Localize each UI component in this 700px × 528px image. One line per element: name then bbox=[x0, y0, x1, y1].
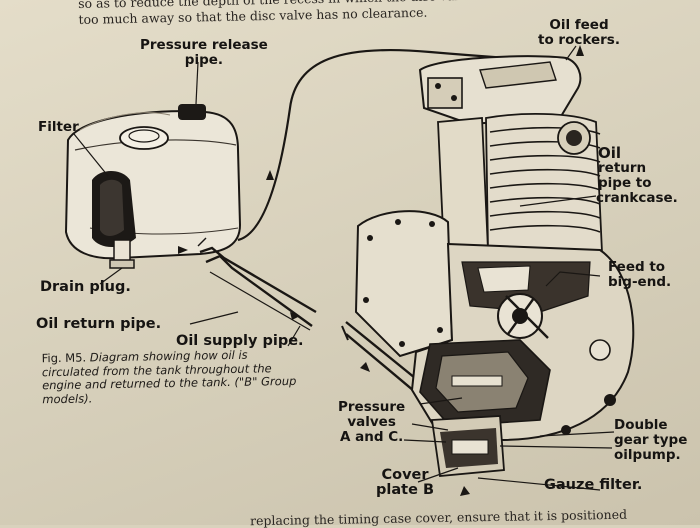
cylinder-fins bbox=[489, 126, 601, 233]
flow-arrows bbox=[178, 45, 584, 496]
label-double-gear-line-2: gear type bbox=[614, 432, 688, 448]
label-oil-return-crank-line-3: pipe to bbox=[598, 175, 652, 191]
label-drain-plug: Drain plug. bbox=[40, 279, 131, 295]
label-feed-to-big-end: Feed to big-end. bbox=[608, 260, 671, 290]
timing-cover-bolts bbox=[363, 219, 443, 347]
label-pressure-valves-line-3: A and C. bbox=[339, 429, 404, 445]
label-double-gear-line-1: Double bbox=[614, 417, 668, 433]
label-cover-plate-line-2: plate B bbox=[376, 482, 434, 498]
label-cover-plate-line-1: Cover bbox=[381, 467, 429, 483]
oil-tank-illustration bbox=[64, 104, 242, 269]
label-oil-return-pipe: Oil return pipe. bbox=[36, 316, 162, 332]
label-oil-supply-pipe: Oil supply pipe. bbox=[176, 333, 304, 349]
engine-illustration bbox=[354, 55, 635, 477]
leader-lines bbox=[73, 45, 615, 491]
label-pressure-release-line-2: pipe. bbox=[184, 52, 224, 68]
figure-number: Fig. M5. bbox=[41, 350, 87, 366]
label-double-gear-line-3: oilpump. bbox=[614, 447, 681, 463]
label-oil-feed-to-rockers: Oil feed to rockers. bbox=[538, 18, 620, 48]
label-oil-feed-line-1: Oil feed bbox=[549, 17, 609, 33]
label-double-gear-oilpump: Double gear type oilpump. bbox=[614, 418, 687, 463]
label-gauze-filter: Gauze filter. bbox=[544, 477, 643, 493]
label-oil-feed-line-2: to rockers. bbox=[538, 32, 620, 48]
label-filter: Filter bbox=[38, 119, 79, 135]
figure-caption: Fig. M5. Diagram showing how oil is circ… bbox=[42, 348, 303, 407]
label-pressure-release-line-1: Pressure release bbox=[140, 37, 268, 53]
label-oil-return-crank-line-2: return bbox=[598, 160, 647, 176]
label-pressure-release-pipe: Pressure release pipe. bbox=[140, 38, 268, 68]
label-oil-return-crank-line-4: crankcase. bbox=[596, 190, 678, 206]
label-pressure-valves-line-2: valves bbox=[347, 414, 396, 430]
label-pressure-valves-line-1: Pressure bbox=[338, 399, 406, 415]
label-pressure-valves: Pressure valves A and C. bbox=[338, 400, 405, 445]
label-cover-plate-b: Cover plate B bbox=[376, 468, 434, 498]
label-oil-return-pipe-to-crankcase: Oil return pipe to crankcase. bbox=[596, 144, 678, 206]
label-feed-big-end-line-1: Feed to bbox=[608, 259, 666, 275]
label-oil-return-crank-line-1: Oil bbox=[598, 144, 622, 162]
label-feed-big-end-line-2: big-end. bbox=[608, 274, 672, 290]
